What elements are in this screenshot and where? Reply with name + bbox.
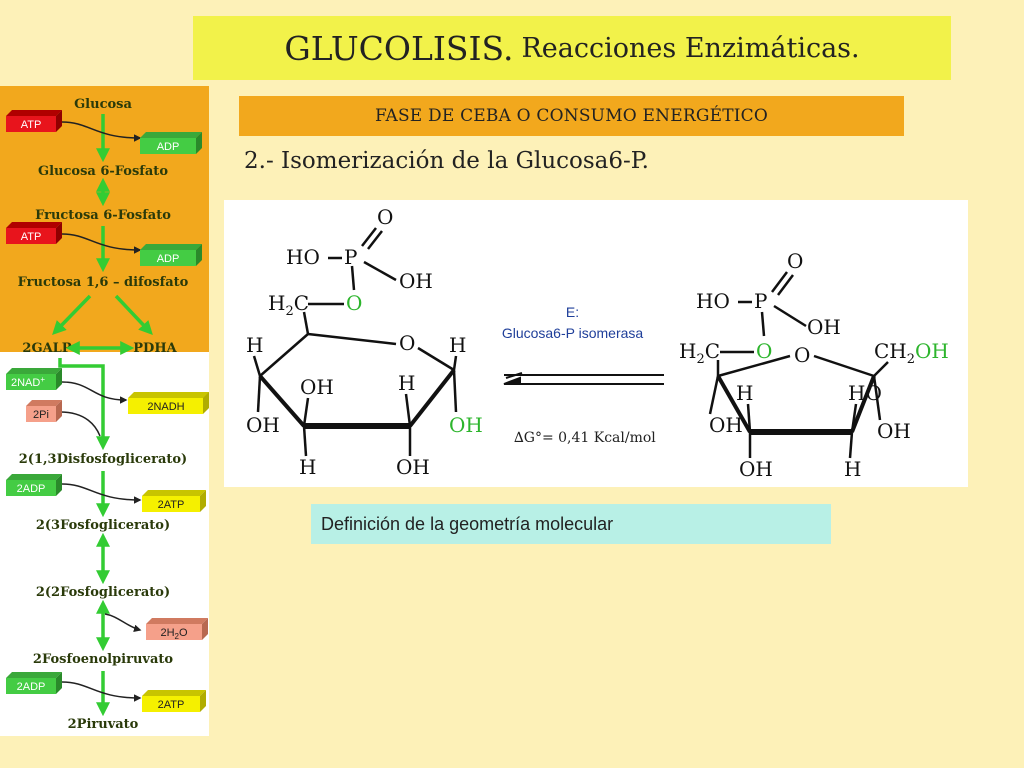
svg-text:OH: OH bbox=[807, 315, 841, 339]
step-arrow-4 bbox=[58, 358, 110, 451]
svg-text:H2C: H2C bbox=[679, 339, 720, 367]
side-arrow-pi bbox=[59, 411, 101, 437]
reaction-diagram: O HO P OH H2C O H O H OH H OH OH H OH bbox=[224, 200, 968, 487]
svg-text:P: P bbox=[754, 289, 767, 313]
svg-text:O: O bbox=[346, 291, 362, 315]
enzyme-name: Glucosa6-P isomerasa bbox=[501, 325, 644, 341]
side-arrow-atp2 bbox=[61, 233, 142, 254]
cofactor-nad: 2NAD+ bbox=[6, 368, 62, 390]
title-main: GLUCOLISIS. bbox=[284, 28, 514, 68]
svg-text:OH: OH bbox=[399, 269, 433, 293]
svg-text:H2C: H2C bbox=[268, 291, 309, 319]
enzyme-prefix: E: bbox=[565, 304, 580, 320]
svg-text:OH: OH bbox=[246, 413, 280, 437]
svg-text:O: O bbox=[399, 331, 415, 355]
glucose-bonds bbox=[252, 227, 458, 457]
metabolite-pep: 2Fosfoenolpiruvato bbox=[33, 652, 173, 667]
svg-text:2Pi: 2Pi bbox=[33, 409, 49, 421]
side-arrow-atp1 bbox=[61, 121, 142, 142]
svg-text:ADP: ADP bbox=[157, 141, 180, 153]
svg-text:H: H bbox=[844, 457, 861, 481]
svg-text:O: O bbox=[787, 249, 803, 273]
svg-text:OH: OH bbox=[739, 457, 773, 481]
metabolite-fructosa16: Fructosa 1,6 – difosfato bbox=[18, 275, 189, 290]
svg-text:2ATP: 2ATP bbox=[158, 699, 185, 711]
cofactor-adp3: 2ADP bbox=[6, 474, 62, 496]
enzyme-label: E: Glucosa6-P isomerasa bbox=[480, 302, 665, 344]
svg-text:ADP: ADP bbox=[157, 253, 180, 265]
glycolysis-pathway: Glucosa Glucosa 6-Fosfato Fructosa 6-Fos… bbox=[0, 86, 209, 736]
svg-text:O: O bbox=[794, 343, 810, 367]
page-subtitle: 2.- Isomerización de la Glucosa6-P. bbox=[244, 148, 649, 174]
cofactor-adp4: 2ADP bbox=[6, 672, 62, 694]
cofactor-h2o: 2H2O bbox=[146, 618, 208, 641]
title-box: GLUCOLISIS. Reacciones Enzimáticas. bbox=[193, 16, 951, 80]
svg-text:O: O bbox=[377, 205, 393, 229]
cofactor-atp4: 2ATP bbox=[142, 690, 206, 712]
metabolite-pdha: PDHA bbox=[133, 341, 177, 356]
metabolite-glucosa: Glucosa bbox=[74, 97, 132, 112]
step-arrow-split-right bbox=[114, 294, 153, 336]
title-sub: Reacciones Enzimáticas. bbox=[521, 32, 860, 64]
svg-text:OH: OH bbox=[877, 419, 911, 443]
svg-text:OH: OH bbox=[709, 413, 743, 437]
svg-text:H: H bbox=[246, 333, 263, 357]
svg-text:HO: HO bbox=[286, 245, 320, 269]
metabolite-2pg: 2(2Fosfoglicerato) bbox=[36, 585, 170, 600]
svg-text:2NAD+: 2NAD+ bbox=[11, 375, 45, 389]
svg-text:2ADP: 2ADP bbox=[17, 483, 46, 495]
cofactor-atp3: 2ATP bbox=[142, 490, 206, 512]
metabolite-3pg: 2(3Fosfoglicerato) bbox=[36, 518, 170, 533]
fructose-6-phosphate-structure: O HO P OH H2C O O CH2OH H HO OH OH OH H bbox=[679, 249, 949, 481]
svg-text:P: P bbox=[344, 245, 357, 269]
svg-text:OH: OH bbox=[449, 413, 483, 437]
cofactor-nadh: 2NADH bbox=[128, 392, 209, 414]
svg-text:ATP: ATP bbox=[21, 231, 42, 243]
metabolite-fructosa6p: Fructosa 6-Fosfato bbox=[35, 208, 171, 223]
cofactor-atp2: ATP bbox=[6, 222, 62, 244]
svg-text:H: H bbox=[398, 371, 415, 395]
svg-text:ATP: ATP bbox=[21, 119, 42, 131]
svg-text:O: O bbox=[756, 339, 772, 363]
cofactor-atp1: ATP bbox=[6, 110, 62, 132]
metabolite-galp: 2GALP bbox=[22, 341, 71, 356]
metabolite-piruvato: 2Piruvato bbox=[68, 717, 139, 732]
fructose-bonds bbox=[708, 271, 889, 459]
svg-text:H: H bbox=[736, 381, 753, 405]
svg-text:OH: OH bbox=[396, 455, 430, 479]
side-arrow-h2o bbox=[104, 613, 142, 632]
svg-text:2H2O: 2H2O bbox=[160, 627, 188, 641]
glucose-6-phosphate-structure: O HO P OH H2C O H O H OH H OH OH H OH bbox=[246, 205, 483, 479]
side-arrow-adp3 bbox=[61, 483, 142, 504]
side-arrow-nad bbox=[61, 381, 128, 404]
svg-text:H: H bbox=[449, 333, 466, 357]
definition-box: Definición de la geometría molecular bbox=[311, 504, 831, 544]
svg-text:CH2OH: CH2OH bbox=[874, 339, 949, 367]
metabolite-glucosa6p: Glucosa 6-Fosfato bbox=[38, 164, 168, 179]
side-arrow-adp4 bbox=[61, 681, 142, 702]
svg-text:H: H bbox=[299, 455, 316, 479]
step-arrow-split-left bbox=[52, 294, 92, 336]
svg-text:2ATP: 2ATP bbox=[158, 499, 185, 511]
svg-text:HO: HO bbox=[696, 289, 730, 313]
svg-text:2ADP: 2ADP bbox=[17, 681, 46, 693]
metabolite-bpg: 2(1,3Disfosfoglicerato) bbox=[19, 452, 187, 467]
cofactor-adp2: ADP bbox=[140, 244, 202, 266]
delta-g-label: ∆G°= 0,41 Kcal/mol bbox=[514, 430, 656, 446]
phase-label: FASE DE CEBA O CONSUMO ENERGÉTICO bbox=[239, 96, 904, 136]
cofactor-adp1: ADP bbox=[140, 132, 202, 154]
equilibrium-arrows bbox=[503, 372, 664, 385]
svg-text:2NADH: 2NADH bbox=[147, 401, 184, 413]
svg-text:OH: OH bbox=[300, 375, 334, 399]
cofactor-pi: 2Pi bbox=[26, 400, 62, 422]
